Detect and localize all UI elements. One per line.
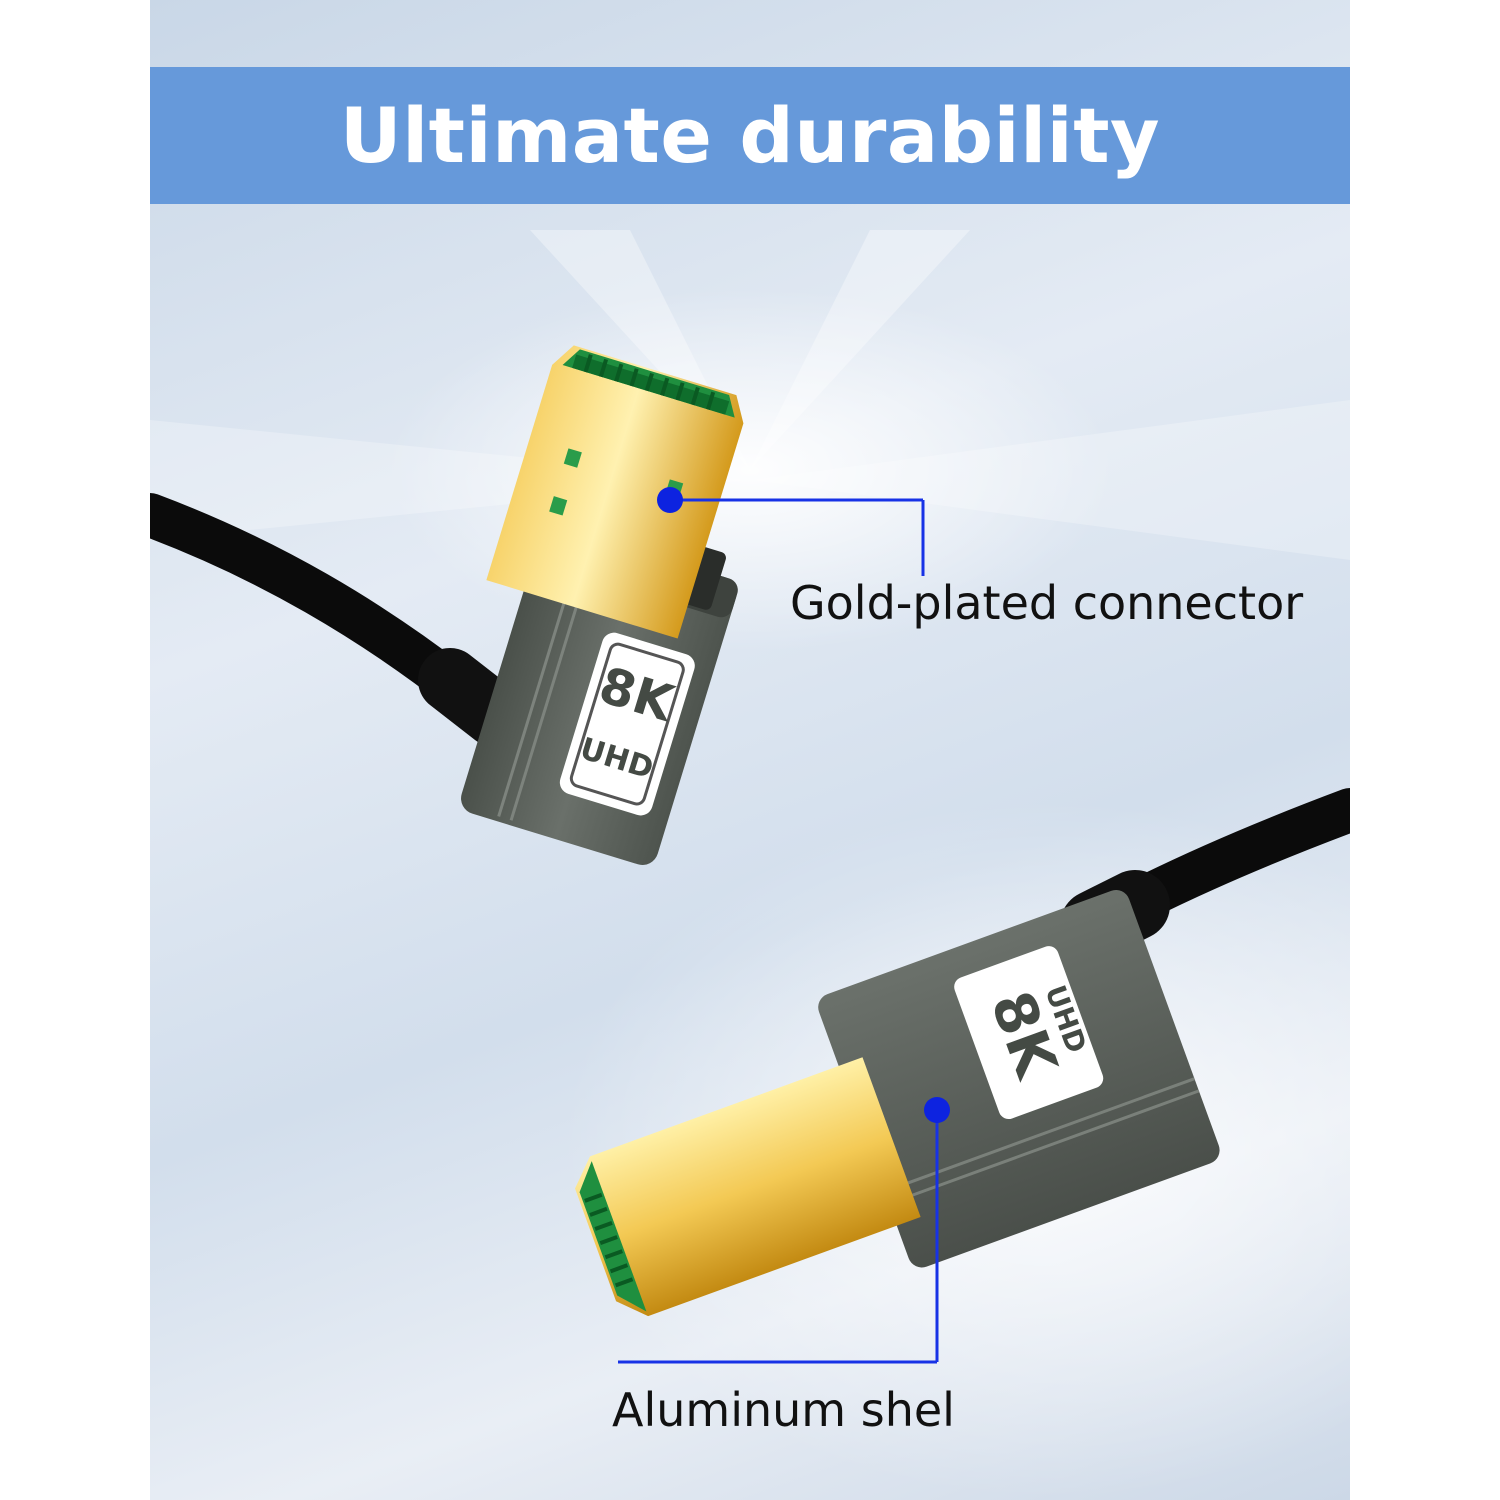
top-8k-badge	[559, 632, 695, 816]
gold-callout	[657, 487, 925, 576]
hdmi-cable-illustration: 8K UHD 8K	[150, 230, 1350, 1364]
bottom-8k-badge	[954, 946, 1104, 1120]
aluminum-shell-label: Aluminum shel	[612, 1383, 955, 1437]
shell-callout	[618, 1097, 950, 1364]
bottom-connector: 8K UHD	[818, 889, 1220, 1268]
bottom-gold-plug	[575, 1057, 921, 1317]
gold-callout-dot	[657, 487, 683, 513]
gold-connector-label: Gold-plated connector	[790, 576, 1304, 630]
top-cable	[150, 493, 482, 712]
product-image: 8K UHD 8K	[150, 0, 1350, 1500]
shell-callout-dot	[924, 1097, 950, 1123]
banner-title: Ultimate durability	[339, 91, 1161, 180]
title-banner: Ultimate durability	[150, 67, 1350, 204]
top-gold-plug	[486, 345, 744, 639]
bottom-cable	[1118, 788, 1350, 922]
